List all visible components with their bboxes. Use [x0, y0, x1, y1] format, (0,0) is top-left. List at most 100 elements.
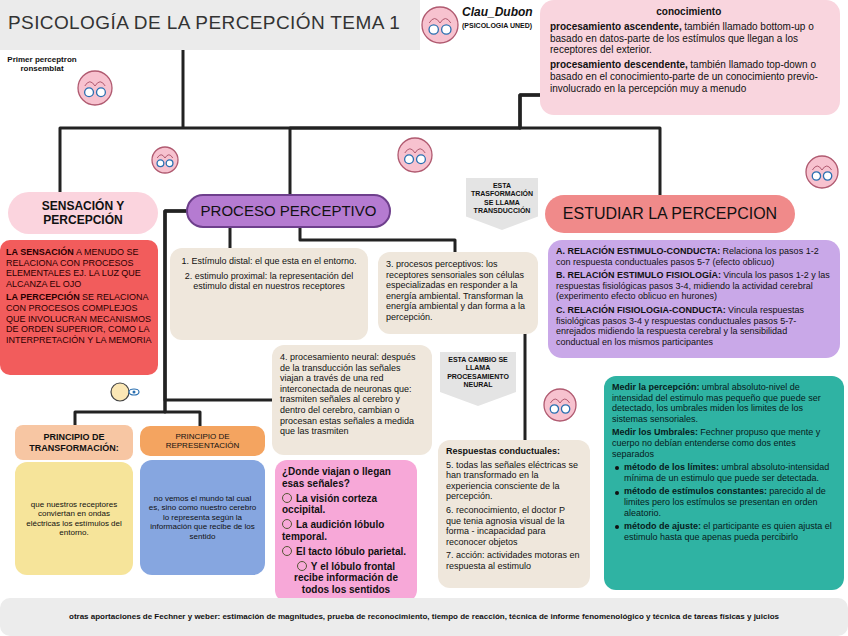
bold-lead: Medir los Umbrales:: [612, 427, 698, 437]
bold-lead: conocimiento: [656, 6, 721, 17]
text-paragraph: no vemos el mundo tal cual es, sino como…: [148, 494, 257, 541]
node-text: PROCESO PERCEPTIVO: [201, 202, 377, 219]
node-text: 6. reconocimiento, el doctor P que tenia…: [446, 505, 565, 547]
glasses-lens: [442, 25, 451, 34]
bold-lead: procesamiento ascendente,: [550, 21, 682, 32]
concept-box: otras aportaciones de Fechner y weber: e…: [0, 598, 848, 636]
concept-box: conocimiento procesamiento ascendente,tam…: [540, 0, 840, 115]
text-paragraph: otras aportaciones de Fechner y weber: e…: [20, 612, 828, 621]
brain-fold: [550, 399, 569, 403]
node-text: 4. procesamiento neural: después de la t…: [280, 352, 416, 436]
brain-doodle: [398, 138, 432, 172]
brain-shape: [806, 156, 838, 188]
node-text: 3. procesos perceptivos: los receptores …: [386, 259, 525, 322]
node-text: PRINCIPIO DE REPRESENTACIÓN: [166, 432, 240, 450]
sense-icon: [297, 561, 307, 571]
bold-lead: Medir la percepción:: [612, 382, 700, 392]
glasses-lens: [550, 405, 558, 413]
text-paragraph: ¿Donde viajan o llegan esas señales?: [282, 466, 410, 490]
node-text: Y el lóbulo frontal recibe información d…: [294, 561, 398, 596]
branch-line: [182, 50, 185, 128]
text-paragraph: Medir los Umbrales:Fechner propuso que m…: [612, 427, 836, 459]
head-eye-icon: [111, 383, 139, 401]
text-paragraph: Y el lóbulo frontal recibe información d…: [282, 561, 410, 596]
bullet-dot: [615, 466, 619, 470]
text-paragraph: 3. procesos perceptivos: los receptores …: [386, 259, 530, 323]
brain-shape: [544, 389, 576, 421]
head-outline: [111, 383, 129, 401]
text-paragraph: 2. estimulo proximal: la representación …: [180, 271, 358, 292]
bold-lead: método de ajuste:: [624, 521, 701, 531]
brain-shape: [422, 7, 458, 43]
glasses-lens: [157, 160, 164, 167]
concept-box: no vemos el mundo tal cual es, sino como…: [140, 460, 265, 575]
node-text: ESTUDIAR LA PERCEPCION: [563, 205, 777, 222]
concept-box: SENSACIÓN Y PERCEPCIÓN: [8, 192, 158, 234]
text-paragraph: Respuestas conductuales:: [446, 446, 582, 457]
branch-connector: [524, 334, 527, 440]
brain-shape: [398, 138, 432, 172]
node-text: 5. todas las señales eléctricas se han t…: [446, 460, 578, 502]
concept-box: PROCESO PERCEPTIVO: [186, 194, 391, 228]
node-text: 1. Estímulo distal: el que esta en el en…: [181, 256, 356, 266]
glasses-lens: [812, 172, 820, 180]
node-text: PRINCIPIO DE TRANSFORMACIÓN:: [29, 432, 119, 453]
note-label: (PSICOLOGIA UNED): [462, 22, 538, 30]
node-text: que nuestros receptores conviertan en on…: [26, 500, 122, 537]
text-paragraph: La audición lóbulo temporal.: [282, 519, 410, 543]
bold-lead: LA SENSACIÓN: [6, 247, 74, 257]
text-paragraph: B. RELACIÓN ESTIMULO FISIOLOGÍA:Vincula …: [556, 270, 832, 302]
sense-icon: [282, 546, 292, 556]
brain-fold: [812, 166, 831, 170]
branch-connector: [60, 95, 540, 192]
text-paragraph: A. RELACIÓN ESTIMULO-CONDUCTA:Relaciona …: [556, 246, 832, 267]
concept-box: ¿Donde viajan o llegan esas señales? La v…: [275, 460, 417, 602]
concept-box: A. RELACIÓN ESTIMULO-CONDUCTA:Relaciona …: [548, 240, 840, 358]
bold-lead: método de estímulos constantes:: [624, 486, 767, 496]
concept-box: LA SENSACIÓNA MENUDO SE RELACIONA CON PR…: [0, 240, 158, 375]
node-text: no vemos el mundo tal cual es, sino como…: [149, 494, 257, 541]
brain-fold: [405, 149, 425, 153]
eye-pupil: [133, 391, 136, 394]
text-paragraph: método de los límites:umbral absoluto-in…: [612, 462, 836, 483]
text-paragraph: PRINCIPIO DE REPRESENTACIÓN: [144, 432, 261, 451]
brain-fold: [157, 155, 173, 158]
text-paragraph: 6. reconocimiento, el doctor P que tenia…: [446, 505, 582, 547]
title-band: [0, 0, 420, 50]
text-paragraph: procesamiento descendente,también llamad…: [550, 59, 830, 94]
tag-fill: [440, 352, 516, 406]
concept-box: PRINCIPIO DE TRANSFORMACIÓN:: [15, 425, 133, 460]
bullet-dot: [615, 525, 619, 529]
glasses-lens: [823, 172, 831, 180]
brain-shape: [152, 147, 178, 173]
text-paragraph: Medir la percepción:umbral absoluto-nive…: [612, 382, 836, 424]
callout-tag: ESTA CAMBIO SE LLAMA PROCESAMIENTO NEURA…: [440, 352, 516, 406]
text-paragraph: procesamiento ascendente,también llamado…: [550, 21, 830, 56]
text-paragraph: ESTA TRASFORMACIÓN SE LLAMA TRANSDUCCIÓN: [470, 182, 534, 215]
glasses-lens: [429, 25, 438, 34]
brain-doodle: [806, 156, 838, 188]
brain-doodle: [422, 7, 458, 43]
sense-icon: [282, 493, 292, 503]
brain-doodle: [152, 147, 178, 173]
text-paragraph: C. RELACIÓN FISIOLOGIA-CONDUCTA:Vincula …: [556, 305, 832, 347]
brain-doodle: [78, 71, 112, 105]
brain-fold: [85, 82, 105, 86]
tag-fill: [466, 178, 538, 230]
brain-fold: [429, 19, 451, 24]
branch-connector: [229, 228, 232, 248]
concept-box: que nuestros receptores conviertan en on…: [15, 462, 133, 575]
text-paragraph: La visión corteza occipital.: [282, 493, 410, 517]
node-text: otras aportaciones de Fechner y weber: e…: [69, 612, 779, 621]
text-paragraph: LA PERCEPCIÓNSE RELACIONA CON PROCESOS C…: [6, 292, 152, 345]
brain-doodles: [78, 7, 838, 421]
brain-doodle: [544, 389, 576, 421]
concept-box: Medir la percepción:umbral absoluto-nive…: [604, 376, 844, 590]
text-paragraph: 1. Estímulo distal: el que esta en el en…: [180, 256, 358, 267]
bold-lead: procesamiento descendente,: [550, 59, 688, 70]
node-text: ESTA TRASFORMACIÓN SE LLAMA TRANSDUCCIÓN: [471, 182, 533, 214]
node-text: El tacto lóbulo parietal.: [296, 546, 406, 557]
note-label: Clau_Dubon: [462, 6, 538, 19]
bullet-dot: [615, 491, 619, 495]
